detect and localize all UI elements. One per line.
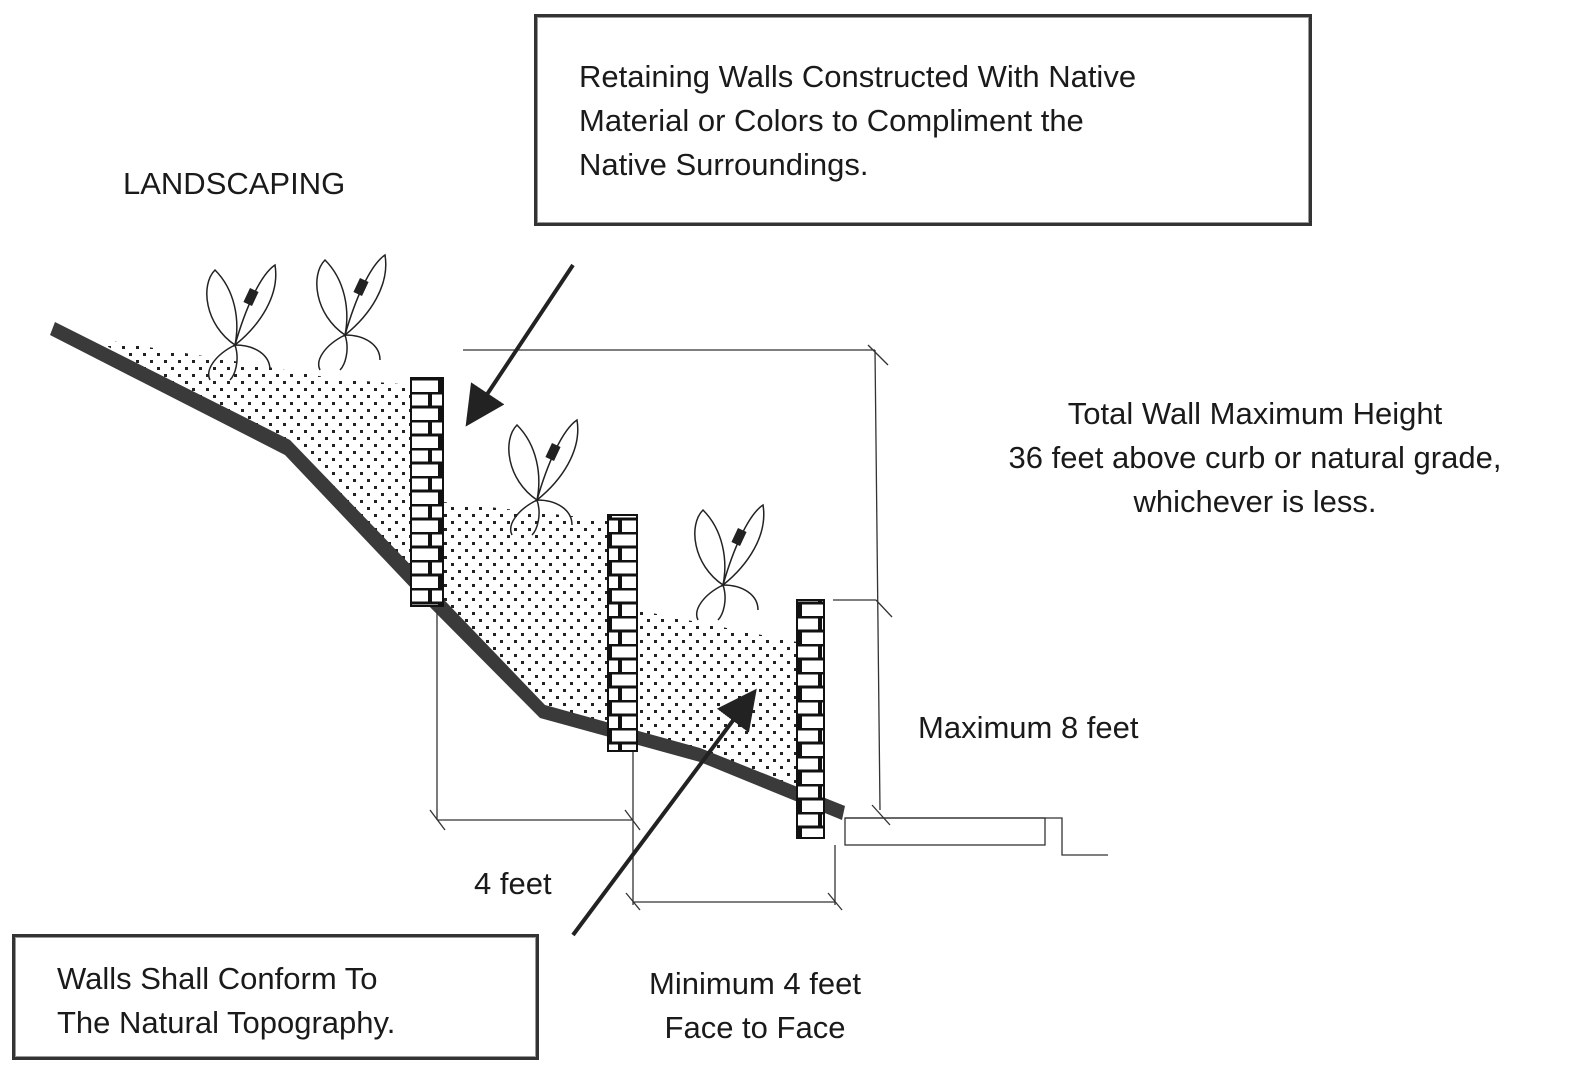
dimension-lines bbox=[429, 344, 893, 911]
arrow-to-wall bbox=[465, 263, 575, 427]
fill-soil-lower bbox=[637, 610, 797, 798]
fill-soil-upper bbox=[105, 340, 411, 578]
retaining-walls-note-line: Native Surroundings. bbox=[579, 147, 869, 182]
total-height-line: Total Wall Maximum Height bbox=[1067, 396, 1443, 431]
retaining-walls-note-box: Retaining Walls Constructed With Native … bbox=[534, 14, 1312, 226]
setback-label: 4 feet bbox=[474, 866, 552, 901]
face-to-face-line: Minimum 4 feet bbox=[649, 966, 861, 1001]
plant-icon bbox=[206, 253, 765, 621]
arrow-to-topography bbox=[571, 688, 757, 937]
face-to-face-label: Minimum 4 feet Face to Face bbox=[600, 962, 910, 1050]
face-to-face-line: Face to Face bbox=[664, 1010, 846, 1045]
natural-grade-line bbox=[50, 322, 845, 820]
landscaping-label: LANDSCAPING bbox=[123, 166, 346, 201]
retaining-wall-3 bbox=[796, 599, 825, 839]
topography-note-line: Walls Shall Conform To bbox=[57, 961, 378, 996]
curb bbox=[844, 817, 1108, 856]
retaining-wall-1 bbox=[410, 377, 444, 607]
topography-note-line: The Natural Topography. bbox=[57, 1005, 396, 1040]
fill-soil-middle bbox=[443, 502, 608, 722]
total-height-line: 36 feet above curb or natural grade, bbox=[1008, 440, 1502, 475]
retaining-walls-note-line: Retaining Walls Constructed With Native bbox=[579, 59, 1137, 94]
max-wall-height-label: Maximum 8 feet bbox=[918, 710, 1139, 745]
total-height-line: whichever is less. bbox=[1133, 484, 1377, 519]
retaining-walls-note-line: Material or Colors to Compliment the bbox=[579, 103, 1084, 138]
total-height-label: Total Wall Maximum Height 36 feet above … bbox=[940, 392, 1570, 524]
retaining-wall-2 bbox=[607, 514, 638, 752]
topography-note-box: Walls Shall Conform To The Natural Topog… bbox=[12, 934, 539, 1060]
